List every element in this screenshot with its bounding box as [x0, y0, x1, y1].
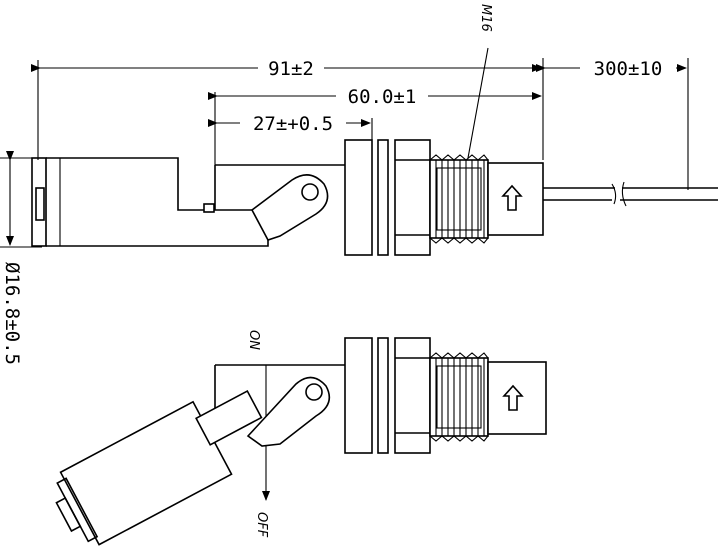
- body-length-label: 60.0±1: [348, 86, 417, 108]
- bottom-threaded-stem: [429, 352, 489, 442]
- bottom-assembly: ON OFF A: [55, 330, 547, 546]
- pivot-pin: [301, 183, 319, 201]
- pivot-lever: [203, 174, 329, 241]
- up-arrow-icon: [501, 184, 523, 211]
- float-body: [31, 157, 269, 247]
- cable-wires: [543, 181, 718, 207]
- on-label: ON: [246, 330, 261, 350]
- dimension-labels: 91±2 300±10 60.0±1 27±+0.5 Ø16.8±0.5 M16: [1, 4, 676, 365]
- switch-body: [487, 162, 544, 236]
- cable-length-label: 300±10: [594, 58, 663, 80]
- bottom-lever: [246, 376, 331, 447]
- thread-label: M16: [478, 4, 493, 32]
- float-offset-label: 27±+0.5: [253, 113, 333, 135]
- mounting-nuts: [344, 139, 431, 256]
- bottom-up-arrow-icon: [502, 384, 524, 411]
- threaded-stem: [429, 154, 489, 244]
- top-assembly: [31, 139, 718, 256]
- diameter-label: Ø16.8±0.5: [1, 262, 23, 365]
- bottom-pivot-pin: [305, 383, 323, 401]
- overall-length-label: 91±2: [268, 58, 314, 80]
- off-label: OFF: [254, 512, 269, 538]
- bottom-mounting-nuts: [344, 337, 431, 454]
- tilted-float: [55, 389, 263, 546]
- arm-housing: [214, 164, 345, 210]
- bottom-switch-body: [487, 361, 547, 435]
